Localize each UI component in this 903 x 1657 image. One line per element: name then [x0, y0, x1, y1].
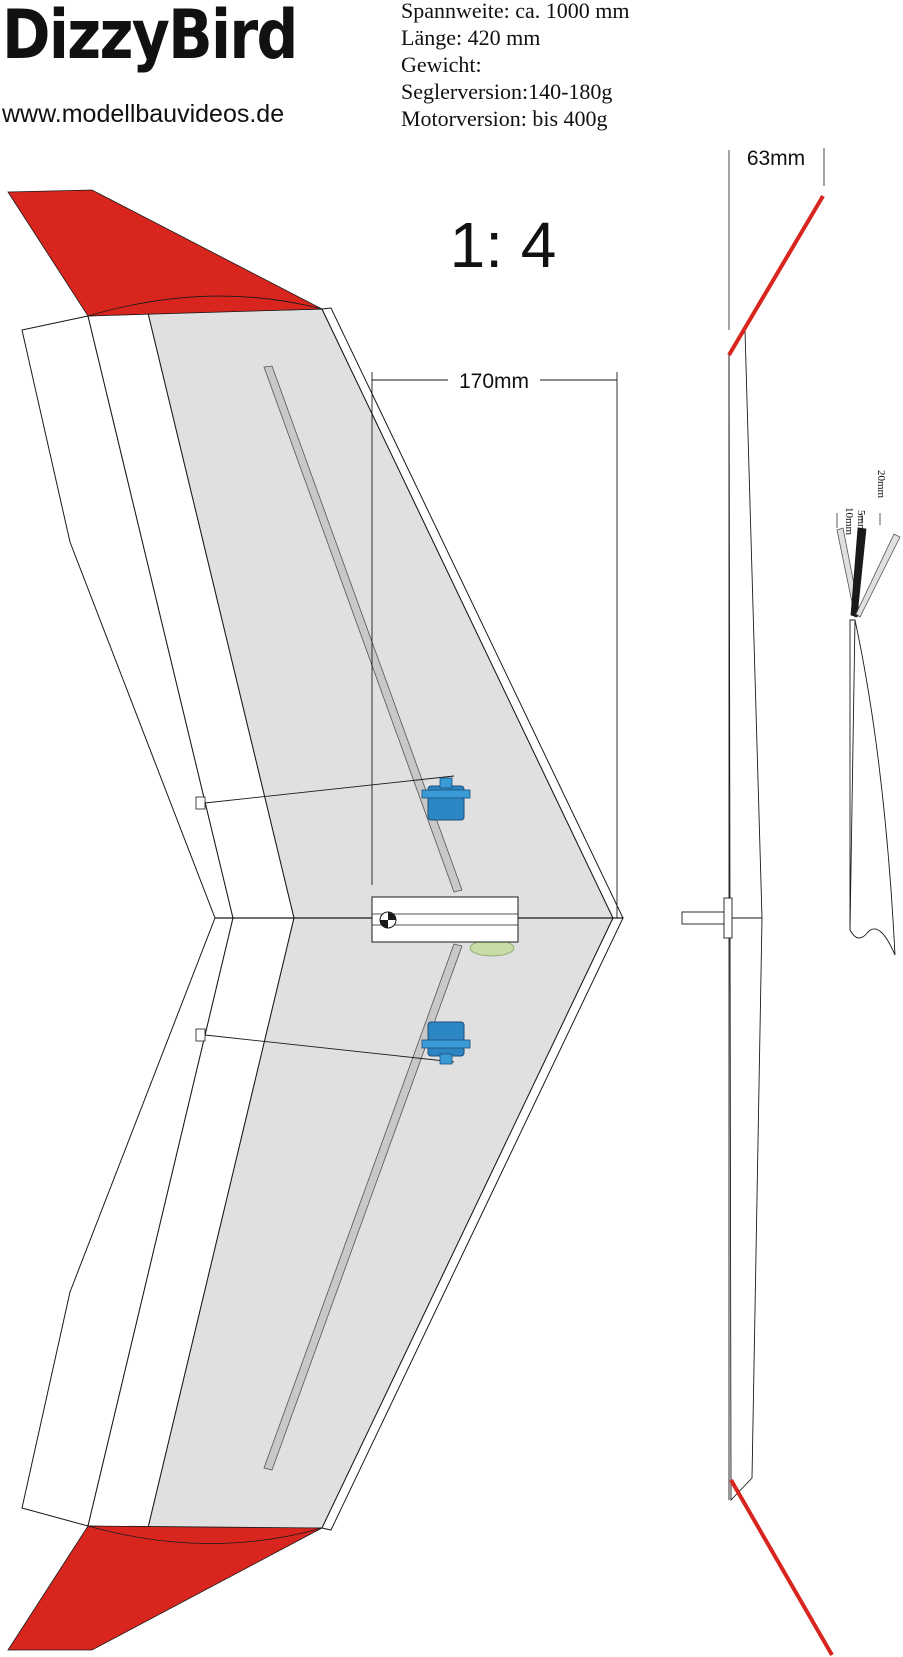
upper-servo — [421, 777, 471, 821]
center-of-gravity-icon — [379, 911, 397, 929]
spec-motor-weight: Motorversion: bis 400g — [401, 106, 608, 131]
detail-label-10mm: 10mm — [843, 507, 855, 536]
sweep-dimension-label: 170mm — [459, 370, 529, 393]
lower-servo — [421, 1021, 471, 1065]
front-view — [681, 148, 834, 1656]
spec-wingspan: Spannweite: ca. 1000 mm — [401, 0, 630, 23]
spec-glider-weight: Seglerversion:140-180g — [401, 79, 613, 104]
plan-title: DizzyBird — [2, 0, 298, 75]
front-upper-winglet — [727, 194, 825, 357]
lower-winglet-curve — [87, 1525, 323, 1544]
lower-control-horn — [195, 1028, 206, 1042]
detail-label-5mm: 5mm — [855, 510, 867, 533]
lower-winglet — [7, 1525, 323, 1651]
upper-pushrod — [204, 775, 455, 804]
spec-weight: Gewicht: — [401, 52, 482, 77]
spec-length: Länge: 420 mm — [401, 25, 541, 50]
front-lower-winglet — [729, 1479, 834, 1656]
airfoil-detail — [836, 513, 901, 956]
sweep-dimension — [371, 372, 618, 918]
upper-spar — [263, 365, 463, 893]
upper-control-horn — [195, 796, 206, 810]
upper-winglet — [7, 189, 324, 317]
spec-list: Spannweite: ca. 1000 mm Länge: 420 mm Ge… — [401, 0, 630, 132]
scale-label: 1: 4 — [450, 209, 557, 281]
website-text: www.modellbauvideos.de — [2, 100, 285, 128]
lower-pushrod — [204, 1034, 455, 1063]
upper-winglet-curve — [87, 295, 323, 317]
detail-label-20mm: 20mm — [875, 470, 887, 499]
winglet-dimension-label: 63mm — [747, 147, 805, 170]
lower-spar — [263, 943, 463, 1471]
